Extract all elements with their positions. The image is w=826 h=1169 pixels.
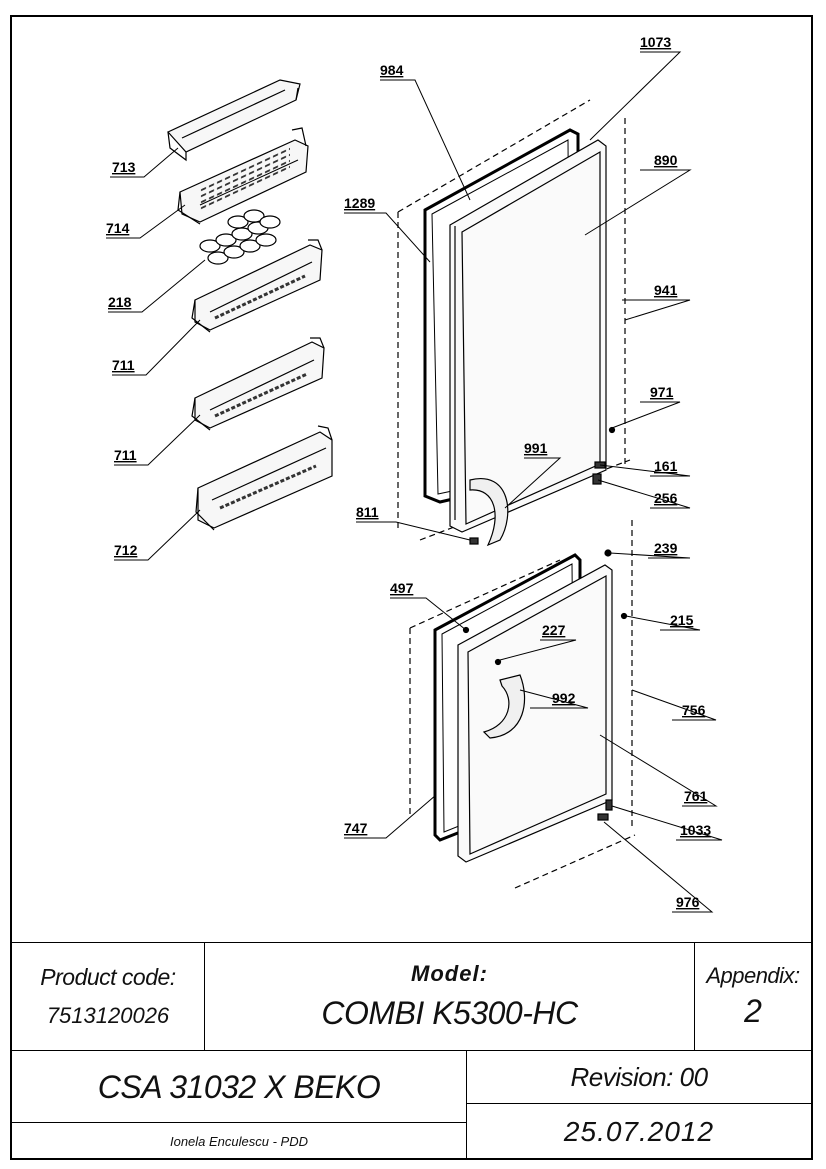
part-label-239: 239 [654,540,678,556]
leader-lines [106,51,723,913]
part-label-1033: 1033 [680,822,711,838]
product-code-label: Product code: [40,963,176,990]
product-code-cell: Product code: 7513120026 [12,944,204,1048]
author: Ionela Enculescu - PDD [169,1133,308,1149]
title-block-divider-1 [204,942,205,1050]
part-label-890: 890 [654,152,678,168]
appendix-cell: Appendix: 2 [695,944,811,1048]
title-block-divider-3 [466,1050,467,1160]
title-block-top-rule [10,942,813,943]
part-label-497: 497 [390,580,414,596]
part-label-971: 971 [650,384,674,400]
part-label-713: 713 [112,159,136,175]
part-label-714: 714 [106,220,130,236]
exploded-view-diagram: 713 714 218 711 711 712 984 1073 890 128… [106,34,723,913]
part-label-227: 227 [542,622,566,638]
appendix-value: 2 [744,992,762,1029]
part-label-976: 976 [676,894,700,910]
title-block-rev-rule [466,1103,813,1104]
appendix-label: Appendix: [706,962,800,988]
drawing-frame [10,15,813,1160]
part-label-984: 984 [380,62,404,78]
bottle-shelf-711-upper [191,239,323,333]
model-value: COMBI K5300-HC [321,994,578,1031]
part-label-992: 992 [552,690,576,706]
lower-door-assembly [409,520,636,889]
part-label-991: 991 [524,440,548,456]
part-label-215: 215 [670,612,694,628]
title-block-author-rule [10,1122,466,1123]
part-label-1073: 1073 [640,34,671,50]
title-block-mid-rule [10,1050,813,1051]
product-code-value: 7513120026 [46,1002,170,1028]
title-block-divider-2 [694,942,695,1050]
revision: Revision: 00 [570,1062,708,1092]
part-label-218: 218 [108,294,132,310]
part-label-711-lower: 711 [114,447,137,463]
model-cell: Model: COMBI K5300-HC [205,944,694,1048]
part-label-756: 756 [682,702,706,718]
bottle-shelf-711-lower [191,337,325,431]
date: 25.07.2012 [563,1115,715,1147]
model-label: Model: [411,960,488,986]
part-label-712: 712 [114,542,138,558]
upper-door-assembly [397,99,631,547]
part-label-941: 941 [654,282,678,298]
part-label-747: 747 [344,820,368,836]
part-label-761: 761 [684,788,708,804]
shelf-cover-713 [167,79,301,162]
product-name: CSA 31032 X BEKO [97,1068,381,1105]
part-label-161: 161 [654,458,678,474]
part-label-811: 811 [356,504,379,520]
part-label-711-upper: 711 [112,357,135,373]
part-label-256: 256 [654,490,678,506]
egg-tray-218 [199,209,281,265]
bottle-shelf-712 [195,425,333,531]
part-label-1289: 1289 [344,195,375,211]
